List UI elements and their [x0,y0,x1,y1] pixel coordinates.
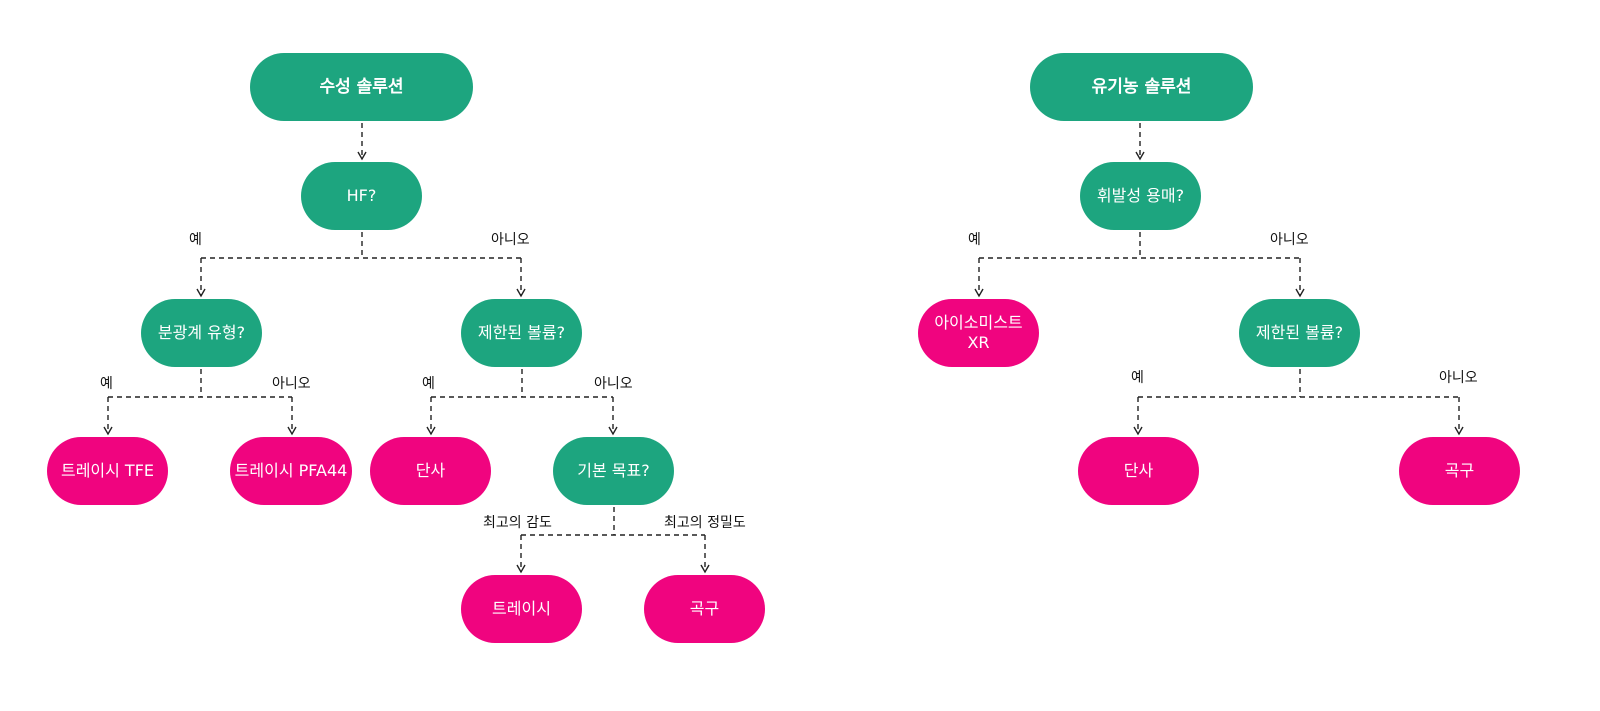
result-tracey: 트레이시 [461,575,582,643]
organic-solution-root-label: 유기농 솔루션 [1091,77,1192,97]
arrowhead [103,426,113,436]
water-solution-root-label: 수성 솔루션 [319,77,404,97]
edge-label-volatile-no: 아니오 [1270,232,1309,248]
arrowhead [974,288,984,298]
arrowhead [287,426,297,436]
volatile-solvent-question: 휘발성 용매? [1080,162,1201,230]
primary-goal-label: 기본 목표? [577,461,650,480]
arrowhead [1454,426,1464,436]
edge-label-volume-no: 아니오 [594,376,633,392]
arrowhead [1135,151,1145,161]
arrowhead [1295,288,1305,298]
edge-label-hf-yes: 예 [189,232,202,248]
primary-goal-question: 기본 목표? [553,437,674,505]
edge-label-limvol-yes: 예 [1131,370,1144,386]
result-curved: 곡구 [644,575,765,643]
limited-volume-label: 제한된 볼륨? [477,323,566,342]
result-curved-organic-label: 곡구 [1444,461,1475,480]
arrowhead [357,151,367,161]
limited-volume-question: 제한된 볼륨? [461,299,582,367]
arrowhead [700,564,710,574]
result-curved-organic: 곡구 [1399,437,1520,505]
result-tracey-label: 트레이시 [492,599,551,618]
arrowhead [196,288,206,298]
result-isomist-line2: XR [967,333,990,352]
organic-solution-root: 유기농 솔루션 [1030,53,1253,121]
volatile-solvent-label: 휘발성 용매? [1096,186,1185,205]
arrowhead [426,426,436,436]
result-isomist-line1: 아이소미스트 [934,313,1023,332]
edge-label-spectrometer-yes: 예 [100,376,113,392]
result-tracey-pfa44-label: 트레이시 PFA44 [234,461,348,480]
result-tracey-tfe: 트레이시 TFE [47,437,168,505]
result-tracey-tfe-label: 트레이시 TFE [60,461,155,480]
edge-label-limvol-no: 아니오 [1439,370,1478,386]
edge-label-hf-no: 아니오 [491,232,530,248]
hf-question: HF? [301,162,422,230]
result-single-pass: 단사 [370,437,491,505]
edge-label-spectrometer-no: 아니오 [272,376,311,392]
water-solution-root: 수성 솔루션 [250,53,473,121]
arrowhead [608,426,618,436]
result-single-pass-organic-label: 단사 [1123,461,1154,480]
spectrometer-type-question: 분광계 유형? [141,299,262,367]
limited-volume-organic-label: 제한된 볼륨? [1255,323,1344,342]
hf-question-label: HF? [346,186,377,205]
result-curved-label: 곡구 [689,599,720,618]
result-single-pass-organic: 단사 [1078,437,1199,505]
result-isomist-xr: 아이소미스트 XR [918,299,1039,367]
edge-label-volume-yes: 예 [422,376,435,392]
arrowhead [1133,426,1143,436]
spectrometer-type-label: 분광계 유형? [157,323,246,342]
edge-label-best-sensitivity: 최고의 감도 [483,515,552,531]
arrowhead [516,288,526,298]
edge-label-volatile-yes: 예 [968,232,981,248]
result-single-pass-label: 단사 [415,461,446,480]
limited-volume-question-organic: 제한된 볼륨? [1239,299,1360,367]
result-tracey-pfa44: 트레이시 PFA44 [230,437,352,505]
arrowhead [516,564,526,574]
edge-label-best-precision: 최고의 정밀도 [664,515,746,531]
